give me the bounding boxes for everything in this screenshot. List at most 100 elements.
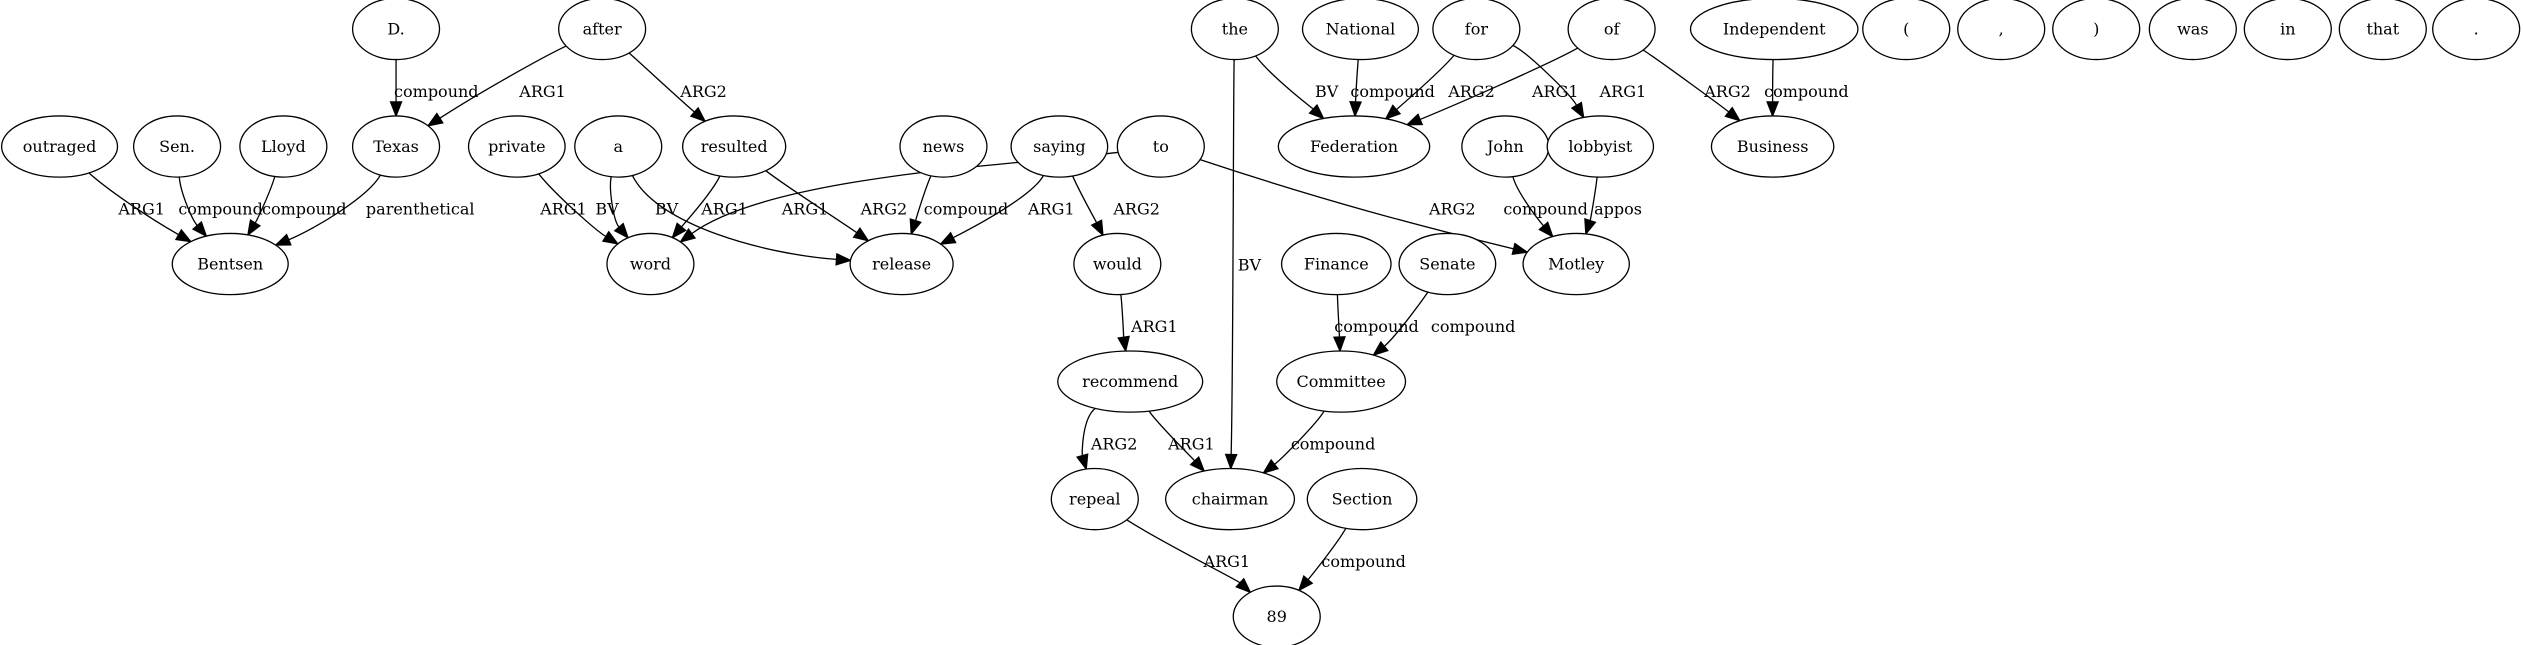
edge-arrowhead xyxy=(1333,336,1346,353)
edge-label: compound xyxy=(1321,552,1406,571)
edge-national-to-federation: compound xyxy=(1349,59,1435,118)
edge-finance-to-committee: compound xyxy=(1333,294,1419,353)
node-was: was xyxy=(2148,0,2237,61)
edge-independent-to-business: compound xyxy=(1764,59,1849,118)
edge-arrowhead xyxy=(835,252,853,266)
edge-arrowhead xyxy=(689,106,707,123)
edge-arrowhead xyxy=(1372,340,1389,357)
edge-arrowhead xyxy=(1384,104,1402,120)
edge-label: BV xyxy=(1315,82,1339,101)
edge-after-to-texas: ARG1 xyxy=(426,45,567,127)
edge-arrowhead xyxy=(246,219,262,237)
edge-line xyxy=(538,173,607,238)
node-would: would xyxy=(1073,232,1162,296)
edge-arrowhead xyxy=(1570,101,1585,120)
edge-label: compound xyxy=(1350,82,1435,101)
edge-d-to-texas: compound xyxy=(389,59,479,118)
node-label: National xyxy=(1326,19,1396,38)
node-ellipse xyxy=(1190,0,1279,61)
node-motley: Motley xyxy=(1522,232,1630,296)
edge-label: ARG1 xyxy=(700,199,748,218)
node-lobbyist: lobbyist xyxy=(1546,115,1655,178)
node-period: . xyxy=(2432,0,2521,61)
node-label: that xyxy=(2366,19,2399,38)
node-ellipse xyxy=(2432,0,2521,61)
edge-line xyxy=(1254,55,1314,110)
edge-arrowhead xyxy=(426,112,444,127)
edge-repeal-to-n89: ARG1 xyxy=(1126,519,1252,594)
edge-line xyxy=(88,172,179,236)
node-ellipse xyxy=(239,115,328,178)
node-label: ) xyxy=(2093,19,2099,38)
node-ellipse xyxy=(1164,467,1296,531)
edge-label: compound xyxy=(924,199,1009,218)
node-news: news xyxy=(899,115,988,178)
edge-after-to-resulted: ARG2 xyxy=(628,52,727,123)
node-ellipse xyxy=(1957,0,2046,61)
node-label: Business xyxy=(1737,137,1809,156)
edge-line xyxy=(1274,410,1325,465)
edge-label: ARG2 xyxy=(679,82,727,101)
edge-label: ARG1 xyxy=(781,199,829,218)
edge-line xyxy=(914,175,932,221)
edge-arrowhead xyxy=(1724,106,1742,122)
edge-line xyxy=(1126,519,1241,584)
edge-label: ARG2 xyxy=(1703,82,1751,101)
node-label: was xyxy=(2177,19,2208,38)
edge-the-to-federation: BV xyxy=(1254,55,1339,120)
edge-line xyxy=(254,176,276,224)
node-label: D. xyxy=(387,19,404,38)
node-label: Bentsen xyxy=(197,255,263,274)
node-label: a xyxy=(613,137,623,156)
edge-lobbyist-to-motley: appos xyxy=(1584,176,1642,236)
node-rparen: ) xyxy=(2052,0,2141,61)
edge-label: ARG2 xyxy=(860,199,908,218)
edge-a-to-release: BV xyxy=(631,175,853,266)
edge-arrowhead xyxy=(274,233,292,246)
edge-label: compound xyxy=(262,199,347,218)
node-label: Committee xyxy=(1297,372,1386,391)
edge-news-to-release: compound xyxy=(909,175,1009,236)
node-of: of xyxy=(1567,0,1656,61)
edge-label: ARG1 xyxy=(1599,82,1647,101)
edge-sen-to-bentsen: compound xyxy=(178,177,263,238)
edge-label: compound xyxy=(1334,317,1419,336)
edge-line xyxy=(1081,407,1096,456)
node-that: that xyxy=(2338,0,2427,61)
node-ellipse xyxy=(0,115,119,178)
edge-arrowhead xyxy=(174,228,193,243)
node-label: John xyxy=(1485,137,1524,156)
edge-resulted-to-release: ARG2 xyxy=(765,170,908,242)
node-label: private xyxy=(488,137,545,156)
edge-line xyxy=(1512,176,1545,227)
edge-of-to-federation: ARG1 xyxy=(1405,47,1579,126)
edge-saying-to-release: ARG1 xyxy=(939,175,1075,245)
node-sen: Sen. xyxy=(132,115,222,178)
edge-label: BV xyxy=(1238,256,1262,275)
edge-arrowhead xyxy=(1349,101,1363,118)
edge-texas-to-bentsen: parenthetical xyxy=(274,174,474,246)
edge-label: ARG1 xyxy=(117,199,165,218)
node-ellipse xyxy=(1398,232,1497,296)
node-ellipse xyxy=(132,115,222,178)
node-label: , xyxy=(1999,19,2004,38)
edge-john-to-motley: compound xyxy=(1503,176,1588,238)
edge-line xyxy=(952,175,1045,239)
node-ellipse xyxy=(2052,0,2141,61)
node-label: of xyxy=(1604,19,1621,38)
edge-label: ARG2 xyxy=(1090,434,1138,453)
node-to: to xyxy=(1116,115,1205,178)
node-lparen: ( xyxy=(1862,0,1951,61)
edge-line xyxy=(765,170,858,234)
node-private: private xyxy=(467,115,566,178)
edge-line xyxy=(1354,59,1359,102)
edge-line xyxy=(1589,176,1598,221)
node-lloyd: Lloyd xyxy=(239,115,328,178)
edge-arrowhead xyxy=(1117,335,1130,353)
node-label: ( xyxy=(1903,19,1909,38)
node-d: D. xyxy=(351,0,441,61)
node-bentsen: Bentsen xyxy=(171,232,289,296)
edge-line xyxy=(1419,47,1579,121)
